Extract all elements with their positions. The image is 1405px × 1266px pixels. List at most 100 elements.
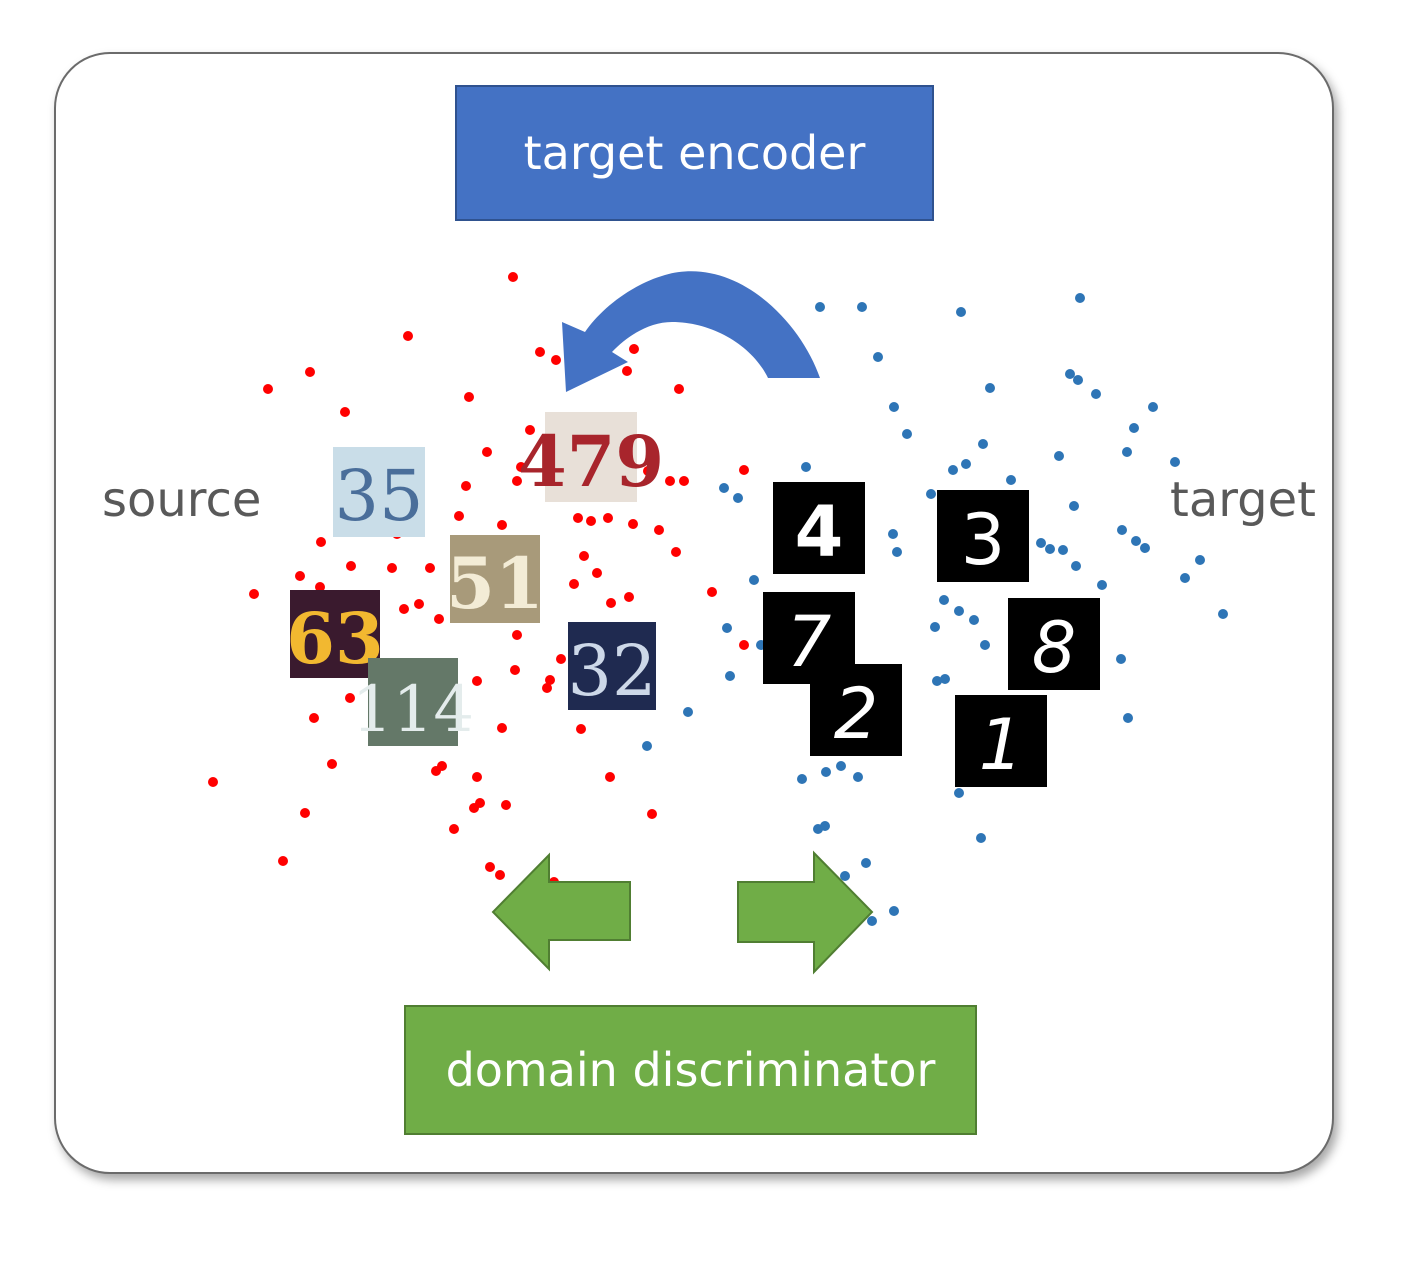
target-point [1006, 475, 1016, 485]
source-point [551, 355, 561, 365]
target-point [926, 489, 936, 499]
target-point [1065, 369, 1075, 379]
target-point [719, 483, 729, 493]
source-digit-patch: 114 [352, 658, 474, 747]
source-point [482, 447, 492, 457]
target-digit-patch: 4 [773, 482, 865, 574]
source-point [399, 604, 409, 614]
target-point [1045, 544, 1055, 554]
target-point [956, 307, 966, 317]
source-point [643, 466, 653, 476]
source-point-cloud [208, 272, 749, 887]
target-point [939, 595, 949, 605]
source-point [403, 331, 413, 341]
target-point [836, 761, 846, 771]
target-point [820, 821, 830, 831]
source-point [501, 800, 511, 810]
source-point [309, 713, 319, 723]
target-point [1073, 375, 1083, 385]
target-digit-label: 4 [795, 491, 844, 573]
source-point [485, 862, 495, 872]
source-point [525, 425, 535, 435]
target-point [932, 676, 942, 686]
target-point [1180, 573, 1190, 583]
target-point [1123, 713, 1133, 723]
target-point [1195, 555, 1205, 565]
source-point [654, 525, 664, 535]
target-point [815, 302, 825, 312]
target-point [1075, 293, 1085, 303]
source-point [512, 476, 522, 486]
source-digit-label: 35 [334, 455, 423, 537]
target-point [961, 459, 971, 469]
source-image-patches: 35 479 51 63 114 32 [286, 412, 664, 747]
target-point [969, 615, 979, 625]
target-point [1170, 457, 1180, 467]
source-point [603, 513, 613, 523]
target-point [797, 774, 807, 784]
source-point [454, 511, 464, 521]
source-point [707, 587, 717, 597]
target-point [985, 383, 995, 393]
source-point [556, 654, 566, 664]
target-point [1036, 538, 1046, 548]
source-point [579, 551, 589, 561]
source-point [425, 563, 435, 573]
target-point [1054, 451, 1064, 461]
source-digit-label: 114 [352, 673, 474, 747]
source-point [315, 582, 325, 592]
source-point [622, 366, 632, 376]
target-digit-patch: 2 [810, 664, 902, 756]
source-point [586, 516, 596, 526]
source-point [665, 476, 675, 486]
target-point [1069, 501, 1079, 511]
target-point [857, 302, 867, 312]
target-point [889, 906, 899, 916]
target-point [980, 640, 990, 650]
source-point [295, 571, 305, 581]
target-point [954, 788, 964, 798]
source-point [592, 568, 602, 578]
source-point [569, 579, 579, 589]
target-digit-label: 8 [1032, 607, 1077, 689]
diagram-panel [54, 52, 1334, 1174]
target-digit-label: 2 [834, 673, 879, 755]
source-point [516, 462, 526, 472]
target-point [873, 352, 883, 362]
source-point [464, 392, 474, 402]
left-arrow-icon [491, 852, 631, 972]
target-point [954, 606, 964, 616]
target-point [722, 623, 732, 633]
source-point [340, 407, 350, 417]
target-point [1148, 402, 1158, 412]
target-point [1097, 580, 1107, 590]
target-point [1071, 561, 1081, 571]
source-point [545, 675, 555, 685]
source-digit-label: 479 [518, 420, 664, 503]
target-point [1116, 654, 1126, 664]
source-point [606, 598, 616, 608]
target-point [888, 529, 898, 539]
source-point [647, 809, 657, 819]
source-point [497, 723, 507, 733]
target-point [1058, 545, 1068, 555]
source-point [434, 614, 444, 624]
target-point [1140, 543, 1150, 553]
target-point [821, 767, 831, 777]
source-point [431, 766, 441, 776]
source-point [497, 520, 507, 530]
target-point [930, 622, 940, 632]
target-point [902, 429, 912, 439]
target-encoder-label: target encoder [523, 126, 866, 180]
target-digit-patch: 3 [937, 490, 1029, 582]
target-point [683, 707, 693, 717]
target-point-cloud [642, 293, 1228, 926]
target-point [1218, 609, 1228, 619]
source-point [300, 808, 310, 818]
target-point [940, 674, 950, 684]
source-point [461, 481, 471, 491]
source-digit-patch: 51 [446, 535, 544, 625]
source-point [345, 693, 355, 703]
source-point [414, 599, 424, 609]
source-point [508, 272, 518, 282]
